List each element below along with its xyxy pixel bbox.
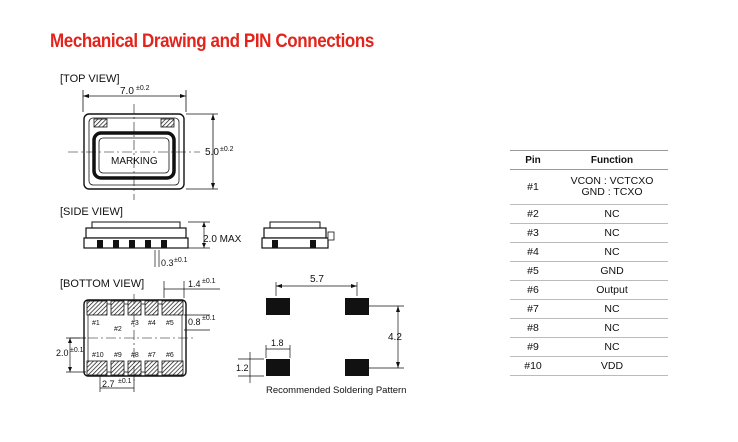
bottom-row-dim: 2.0 [56,348,69,358]
pin-cell: #2 [510,204,556,224]
bottom-span-dim: 2.7 [102,379,115,389]
side-view-package [83,221,189,249]
table-row: #3 NC [510,223,668,243]
solder-pad-h-dim: 1.2 [236,363,249,373]
solder-pad-top-right [345,298,369,315]
side-height-dim: 2.0 MAX [203,234,242,245]
table-row: #4 NC [510,242,668,262]
top-height-dim: 5.0 [205,147,219,158]
table-row: #7 NC [510,299,668,319]
function-line-2: GND : TCXO [581,186,643,198]
bottom-pad-w-dim: 0.8 [188,317,201,327]
solder-height-dim: 4.2 [388,332,402,343]
solder-caption: Recommended Soldering Pattern [266,385,406,396]
function-line-1: VCON : VCTCXO [570,175,654,187]
solder-pad-bottom-left [266,359,290,376]
table-row: #2 NC [510,204,668,224]
function-cell: NC [556,204,668,224]
pin-cell: #4 [510,242,556,262]
table-row: #5 GND [510,261,668,281]
solder-width-dim: 5.7 [310,274,324,285]
page-title: Mechanical Drawing and PIN Connections [50,30,374,52]
pin-cell: #3 [510,223,556,243]
bottom-view-label: [BOTTOM VIEW] [60,278,144,290]
pin-cell: #9 [510,337,556,357]
function-cell: Output [556,280,668,300]
bottom-pin-4: #4 [148,320,156,327]
function-cell: NC [556,337,668,357]
bottom-pin-9: #9 [114,352,122,359]
function-cell: NC [556,299,668,319]
top-width-tol: ±0.2 [136,85,150,92]
bottom-pin-2: #2 [114,326,122,333]
bottom-pin-10: #10 [92,352,104,359]
pin-cell: #10 [510,356,556,376]
table-header-row: Pin Function [510,150,668,170]
pin-function-table: Pin Function #1 VCON : VCTCXO GND : TCXO… [510,150,668,376]
bottom-pin-1: #1 [92,320,100,327]
pin-cell: #6 [510,280,556,300]
table-row: #9 NC [510,337,668,357]
solder-pattern: 5.7 4.2 1.8 1.2 Recommended Soldering Pa… [236,274,406,396]
table-row: #8 NC [510,318,668,338]
function-cell: NC [556,242,668,262]
bottom-pin-5: #5 [166,320,174,327]
side-view-label: [SIDE VIEW] [60,206,123,218]
function-cell: NC [556,318,668,338]
pin-cell: #7 [510,299,556,319]
table-row: #10 VDD [510,356,668,376]
bottom-pad-len-tol: ±0.1 [202,278,216,285]
table-row: #1 VCON : VCTCXO GND : TCXO [510,169,668,205]
pin-cell: #8 [510,318,556,338]
top-height-tol: ±0.2 [220,146,234,153]
function-cell: VDD [556,356,668,376]
solder-pad-w-dim: 1.8 [271,338,284,348]
top-view-label: [TOP VIEW] [60,73,120,85]
function-cell: NC [556,223,668,243]
table-row: #6 Output [510,280,668,300]
side-pad-dim: 0.3 [161,258,174,268]
side-pad-tol: ±0.1 [174,257,188,264]
function-cell: VCON : VCTCXO GND : TCXO [556,169,668,205]
pin-cell: #5 [510,261,556,281]
function-cell: GND [556,261,668,281]
marking-label: MARKING [111,156,158,167]
solder-pad-bottom-right [345,359,369,376]
top-width-dim: 7.0 [120,86,134,97]
bottom-view-package [83,299,187,377]
header-function: Function [556,150,668,170]
bottom-pin-7: #7 [148,352,156,359]
end-view-package [261,221,335,249]
solder-pad-top-left [266,298,290,315]
bottom-pin-3: #3 [131,320,139,327]
bottom-pin-8: #8 [131,352,139,359]
bottom-span-tol: ±0.1 [118,378,132,385]
bottom-row-tol: ±0.1 [70,347,84,354]
header-pin: Pin [510,150,556,170]
bottom-pad-len-dim: 1.4 [188,279,201,289]
bottom-pin-6: #6 [166,352,174,359]
pin-cell: #1 [510,169,556,205]
bottom-pad-w-tol: ±0.1 [202,315,216,322]
